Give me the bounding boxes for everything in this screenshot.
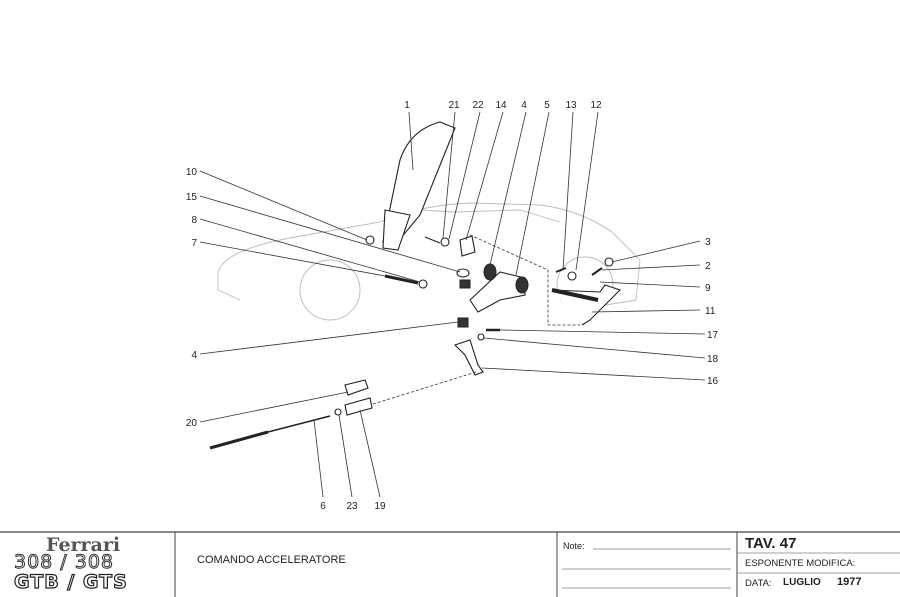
callout-labels: 1 21 22 14 4 5 13 12 10 15 8 7 4 20 3 2 …: [186, 100, 719, 512]
callout: 20: [186, 418, 198, 429]
callout: 4: [521, 100, 527, 111]
washer-12: [567, 271, 577, 281]
tav-number: TAV. 47: [745, 535, 797, 552]
callout: 8: [191, 215, 197, 226]
pin-13: [555, 267, 567, 273]
accelerator-pedal: [382, 121, 456, 251]
callout: 11: [705, 306, 716, 317]
data-year: 1977: [837, 576, 862, 588]
ferrari-logo: Ferrari: [46, 534, 121, 556]
callout: 9: [705, 283, 711, 294]
washer-22: [440, 237, 450, 247]
clip-20: [344, 379, 369, 396]
dashed-assembly-line: [469, 234, 580, 326]
model-line-1: 308 / 308: [13, 551, 115, 573]
callout: 13: [565, 100, 577, 111]
clip-10: [365, 235, 375, 245]
bolt-21: [424, 236, 441, 244]
bushing-4: [457, 317, 469, 328]
callout: 12: [590, 100, 602, 111]
data-label: DATA:: [745, 578, 772, 589]
washer-18: [477, 333, 485, 341]
esponente-modifica-label: ESPONENTE MODIFICA:: [745, 558, 856, 569]
drawing-title: COMANDO ACCELERATORE: [197, 554, 346, 566]
washer-15: [456, 268, 470, 278]
callout: 18: [707, 354, 719, 365]
notes-label: Note:: [563, 541, 585, 551]
callout: 22: [472, 100, 484, 111]
bushing-8: [459, 279, 471, 289]
pivot-shaft-11: [551, 284, 622, 326]
callout: 7: [191, 238, 197, 249]
dashed-cable-line: [369, 371, 477, 406]
callout: 17: [707, 330, 719, 341]
bolt-7: [384, 274, 428, 289]
rod-end-16: [453, 339, 484, 376]
leader-lines: [199, 111, 706, 498]
callout: 5: [544, 100, 550, 111]
title-block-frame: [0, 531, 900, 597]
model-line-2: GTB / GTS: [13, 571, 128, 593]
callout: 14: [495, 100, 507, 111]
callout: 19: [374, 501, 386, 512]
callout: 23: [346, 501, 358, 512]
callout: 1: [404, 100, 410, 111]
callout: 6: [320, 501, 326, 512]
callout: 4: [191, 350, 197, 361]
nut-23: [334, 408, 342, 416]
callout: 10: [186, 167, 198, 178]
cable-6: [209, 415, 331, 450]
callout: 21: [448, 100, 460, 111]
pedal-bracket: [459, 235, 529, 313]
fork-19: [344, 397, 373, 416]
callout: 2: [705, 261, 711, 272]
pin-2: [591, 267, 603, 276]
data-month: LUGLIO: [783, 577, 821, 588]
callout: 3: [705, 237, 711, 248]
callout: 15: [186, 192, 198, 203]
nut-3: [604, 257, 614, 267]
callout: 16: [707, 376, 719, 387]
